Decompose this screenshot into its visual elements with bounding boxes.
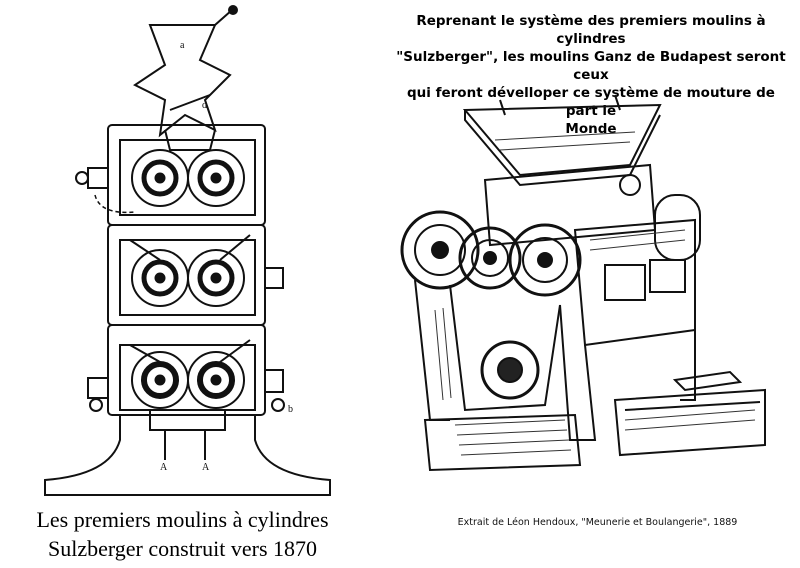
left-caption-line1: Les premiers moulins à cylindres — [36, 507, 329, 532]
left-caption-line2: Sulzberger construit vers 1870 — [47, 536, 318, 561]
roller-pair-middle — [131, 249, 245, 307]
right-heading: Reprenant le système des premiers moulin… — [392, 12, 790, 138]
roller-pair-top — [131, 149, 245, 207]
right-heading-line1: Reprenant le système des premiers moulin… — [416, 13, 766, 47]
sulzberger-mill-drawing: a d A A b — [44, 5, 331, 496]
sulzberger-mill-engraving: a d A A b — [0, 0, 370, 500]
left-caption: Les premiers moulins à cylindres Sulzber… — [0, 505, 365, 563]
right-heading-line2: "Sulzberger", les moulins Ganz de Budape… — [396, 49, 786, 83]
roller-pair-bottom — [131, 351, 245, 409]
right-heading-line4: Monde — [565, 121, 617, 137]
label-d: d — [202, 100, 207, 111]
label-a: a — [180, 40, 185, 51]
label-outlet-right: A — [202, 462, 210, 473]
label-outlet-left: A — [160, 462, 168, 473]
ganz-mill-engraving — [395, 80, 800, 500]
ganz-mill-drawing — [400, 94, 766, 472]
label-b: b — [288, 404, 293, 415]
right-credit: Extrait de Léon Hendoux, "Meunerie et Bo… — [457, 517, 738, 528]
